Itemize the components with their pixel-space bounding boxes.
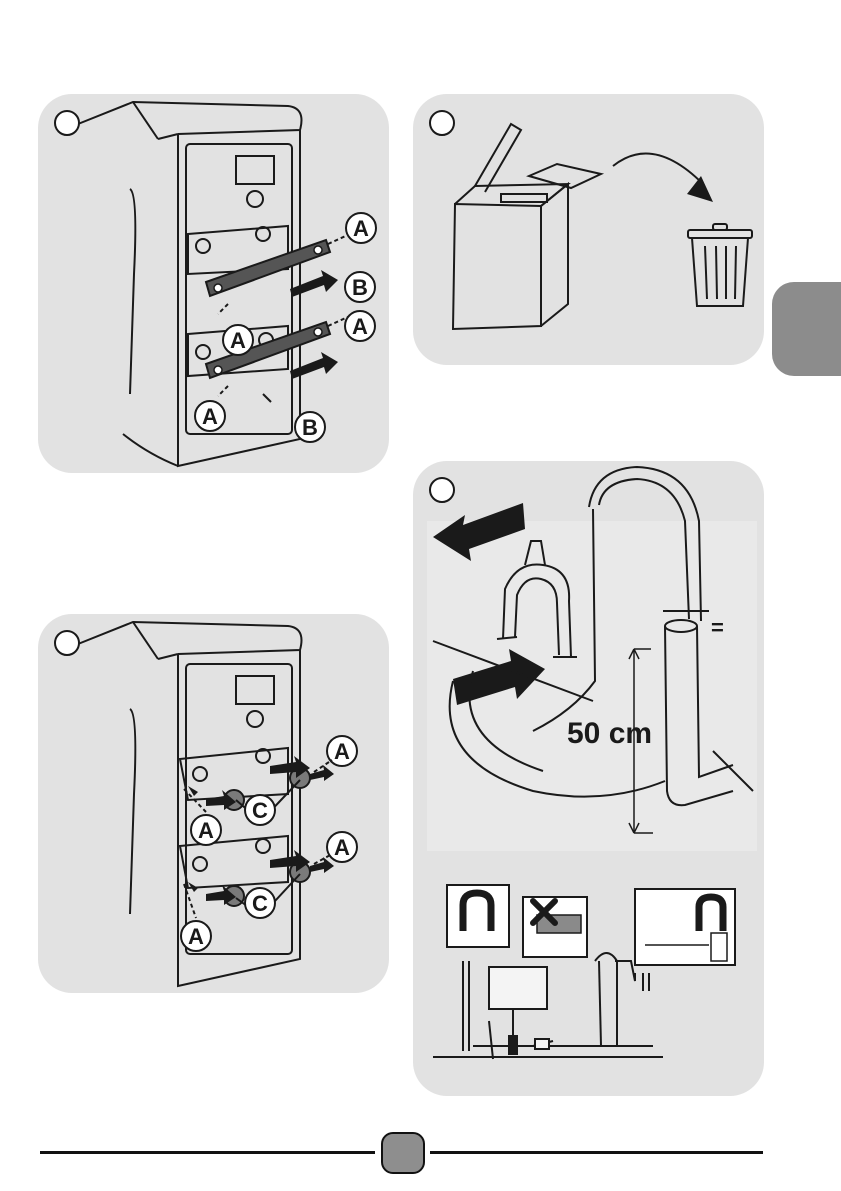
label-a-marker: A	[223, 325, 253, 355]
label-a-marker: A	[191, 815, 221, 845]
section-tab	[772, 282, 841, 376]
washer-back-covers-illustration: A C A A C A	[38, 614, 389, 993]
equal-sign-label: =	[711, 615, 724, 640]
label-a-marker: A	[181, 921, 211, 951]
incorrect-siphon-inset	[523, 897, 587, 957]
label-a-marker: A	[345, 311, 375, 341]
svg-text:B: B	[302, 415, 318, 440]
svg-text:A: A	[188, 924, 204, 949]
svg-text:A: A	[352, 314, 368, 339]
footer-rule-left	[40, 1151, 375, 1154]
label-b-marker: B	[345, 272, 375, 302]
washer-back-illustration: A B A A A B	[38, 94, 389, 473]
arrow-icon	[687, 176, 713, 202]
distance-label: 50 cm	[567, 717, 652, 750]
svg-text:A: A	[230, 328, 246, 353]
correct-standpipe-inset	[635, 889, 735, 965]
panel-discard-packaging	[413, 94, 764, 365]
panel-fit-covers: A C A A C A	[38, 614, 389, 993]
svg-text:A: A	[353, 216, 369, 241]
svg-text:C: C	[252, 798, 268, 823]
packaging-illustration	[413, 94, 764, 365]
label-c-marker: C	[245, 795, 275, 825]
label-a-marker: A	[346, 213, 376, 243]
correct-siphon-inset	[447, 885, 509, 947]
svg-text:A: A	[198, 818, 214, 843]
page-number-badge	[381, 1132, 425, 1174]
panel-remove-transit-brackets: A B A A A B	[38, 94, 389, 473]
svg-text:C: C	[252, 891, 268, 916]
drain-hose-illustration: 50 cm =	[413, 461, 764, 1096]
label-a-marker: A	[195, 401, 225, 431]
trash-can-icon	[688, 224, 752, 306]
label-a-marker: A	[327, 832, 357, 862]
label-a-marker: A	[327, 736, 357, 766]
step-marker-icon	[54, 110, 80, 136]
label-c-marker: C	[245, 888, 275, 918]
step-marker-icon	[429, 477, 455, 503]
svg-text:A: A	[334, 835, 350, 860]
panel-drain-hose: 50 cm =	[413, 461, 764, 1096]
footer-rule-right	[430, 1151, 763, 1154]
step-marker-icon	[54, 630, 80, 656]
step-marker-icon	[429, 110, 455, 136]
svg-text:A: A	[202, 404, 218, 429]
svg-text:B: B	[352, 275, 368, 300]
svg-text:A: A	[334, 739, 350, 764]
label-b-marker: B	[295, 412, 325, 442]
